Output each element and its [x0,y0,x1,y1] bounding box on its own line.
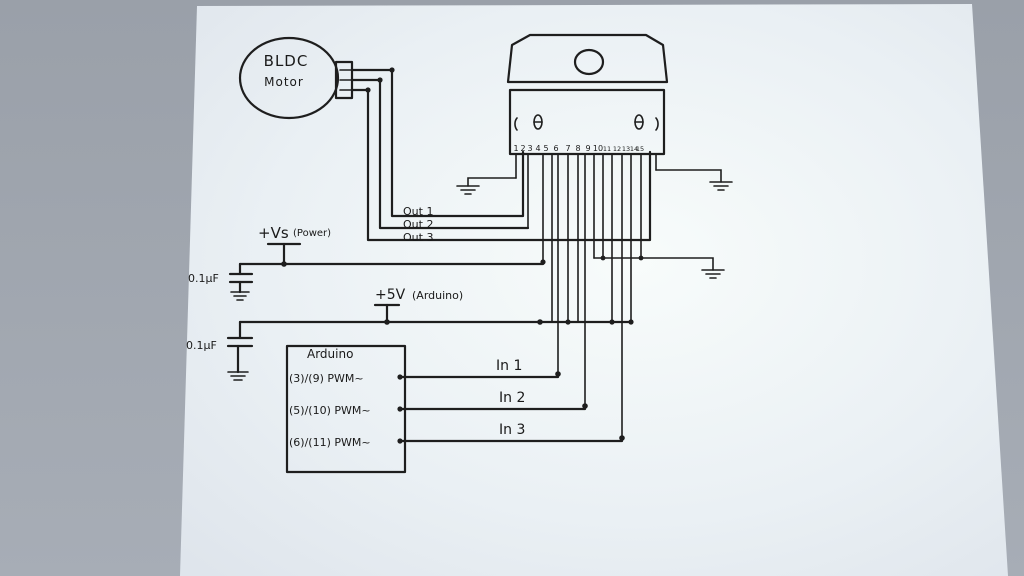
motor-label-line2: Motor [264,75,304,89]
out3-label: Out 3 [403,231,433,244]
ic-pin-label-10: 10 [593,144,603,153]
capacitor-vs [228,262,254,301]
vs-note: (Power) [293,228,331,239]
ic-pin-label-12: 12 [613,145,621,153]
ic-pin-label-8: 8 [575,144,580,153]
capacitor-vs-label: 0.1µF [188,272,219,285]
ic-pin-label-11: 11 [603,145,611,153]
out1-label: Out 1 [403,205,433,218]
arduino-row-2: (5)/(10) PWM~ [289,404,371,417]
ic-pin-label-14: 14 [630,145,638,153]
ic-pin-label-7: 7 [565,144,570,153]
ground-pin15 [655,169,733,191]
vs-rail [238,242,546,267]
vs-label: +Vs [258,224,289,242]
input-wires [397,371,625,444]
ic-pin-label-13: 13 [622,145,630,153]
capacitor-5v-label: 0.1µF [186,339,217,352]
paper-sheet [180,4,1008,576]
out2-label: Out 2 [403,218,433,231]
ic-pin-label-15: 15 [636,145,644,153]
arduino-row-1: (3)/(9) PWM~ [289,372,364,385]
motor-label-line1: BLDC [264,52,309,70]
arduino-row-3: (6)/(11) PWM~ [289,436,371,449]
v5-note: (Arduino) [412,289,463,302]
in1-label: In 1 [496,358,522,374]
ground-sense-bus [593,255,725,279]
capacitor-5v [226,320,254,381]
arduino-title: Arduino [307,347,353,361]
ic-pin-label-1: 1 [513,144,518,153]
ic-pin-label-5: 5 [543,144,548,153]
ic-pin-leads [515,153,657,439]
ic-pin-label-2: 2 [520,144,525,153]
ground-pin1 [456,177,517,195]
v5-label: +5V [375,287,406,303]
v5-rail [238,303,634,325]
ic-pin-label-9: 9 [585,144,590,153]
in2-label: In 2 [499,390,525,406]
ic-pin-label-3: 3 [527,144,532,153]
bldc-motor: BLDC Motor [238,36,354,120]
ic-pin-label-6: 6 [553,144,558,153]
driver-ic [506,33,669,156]
in3-label: In 3 [499,422,525,438]
ic-pin-label-4: 4 [535,144,540,153]
